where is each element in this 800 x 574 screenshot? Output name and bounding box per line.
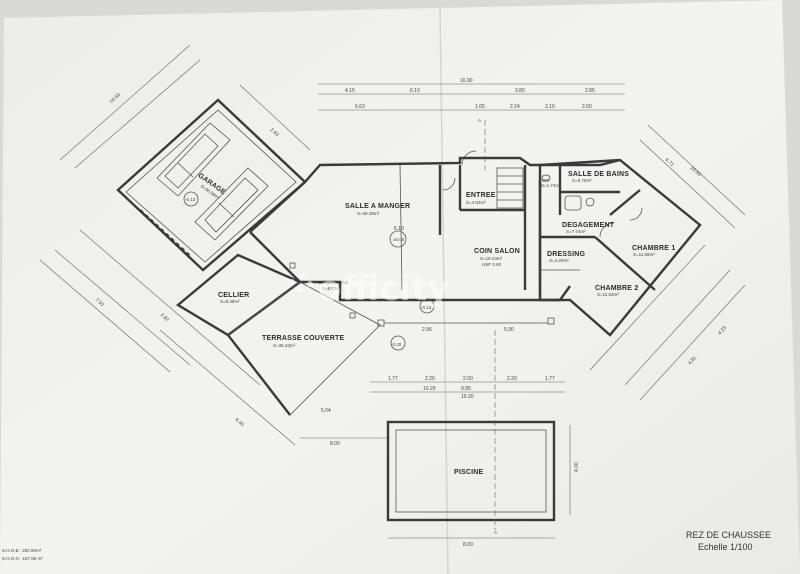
area-entree: S=4.82m² xyxy=(466,200,486,205)
dim-top-total: 16.90 xyxy=(460,78,473,84)
level-main: ±0.00 xyxy=(393,237,405,242)
terrace-block xyxy=(175,253,555,416)
label-cellier: CELLIER xyxy=(218,292,249,299)
area-terrasse: S=36.23m² xyxy=(273,343,296,348)
plan-scale: Echelle 1/100 xyxy=(698,542,753,552)
area-dressing: S=4.20m² xyxy=(549,258,569,263)
watermark-logo: officity xyxy=(289,269,450,309)
area-coin-salon: S=19.23m² xyxy=(480,256,503,261)
label-dressing: DRESSING xyxy=(547,251,586,258)
level-garage: -0.13 xyxy=(185,197,196,202)
dim-top-3: 3.80 xyxy=(515,88,525,94)
sink-icon xyxy=(585,197,595,207)
dim-front-total: 9.95 xyxy=(461,386,471,392)
area-wc: S=1.74m² xyxy=(541,183,561,188)
dim-front-4: 2.20 xyxy=(507,376,517,382)
dim-small-8: 2.63 xyxy=(269,127,280,138)
dim-front-5: 1.77 xyxy=(545,376,555,382)
label-chambre1: CHAMBRE 1 xyxy=(632,245,675,252)
level-terrasse: -0.20 xyxy=(391,342,402,347)
level-coin-cuisine: -0.13 xyxy=(421,305,432,310)
dim-bottom-total: 8.00 xyxy=(463,542,473,548)
shob-note: S.H.O.B : 250.90m² xyxy=(2,548,42,553)
dim-front-3: 2.00 xyxy=(463,376,473,382)
dim-terrace-1: 2.96 xyxy=(422,327,432,333)
label-entree: ENTREE xyxy=(466,192,496,199)
section-marker-top: A xyxy=(478,118,481,123)
area-chambre2: S=11.63m² xyxy=(597,292,619,297)
toilet-icon xyxy=(541,174,551,182)
dim-front-total3: 10.20 xyxy=(461,394,474,400)
dim-top2-2: 1.65 xyxy=(475,104,485,110)
label-piscine: PISCINE xyxy=(454,469,484,476)
car-icon-2 xyxy=(194,167,269,241)
shon-note: S.H.O.N : 157.86 m² xyxy=(2,556,43,561)
label-degagement: DEGAGEMENT xyxy=(562,222,615,229)
car-icon-1 xyxy=(156,122,231,197)
dim-small-5: 4.23 xyxy=(717,325,728,336)
label-coin-cuisine: COIN CUISINE xyxy=(318,280,349,285)
dim-top-4: 2.85 xyxy=(585,88,595,94)
area-salle-a-manger: S=40.39m² xyxy=(357,211,380,216)
dim-pool-height: 4.00 xyxy=(574,462,580,472)
dim-top-2: 6.10 xyxy=(410,88,420,94)
note-coin-salon: HSP 2.60 xyxy=(482,262,502,267)
dim-front-1: 1.77 xyxy=(388,376,398,382)
dim-top2-5: 2.60 xyxy=(582,104,592,110)
area-cellier: S=8.39m² xyxy=(220,299,240,304)
pool xyxy=(386,420,556,522)
label-salle-de-bains: SALLE DE BAINS xyxy=(568,171,629,178)
label-wc: WC xyxy=(542,178,550,183)
label-terrasse: TERRASSE COUVERTE xyxy=(262,335,344,342)
dim-pool-width: 8.00 xyxy=(330,441,340,447)
dim-front-total2: 10.20 xyxy=(423,386,436,392)
dim-small-7: 4.91 xyxy=(687,355,698,366)
plan-title: REZ DE CHAUSSEE xyxy=(686,530,771,540)
section-marker-bottom: A xyxy=(494,530,497,535)
dim-small-2: 3.82 xyxy=(159,312,170,323)
dim-terrace-2: 5.90 xyxy=(504,327,514,333)
dim-top2-3: 2.24 xyxy=(510,104,520,110)
paper-fold xyxy=(439,7,449,574)
dim-small-1: 5.04 xyxy=(321,408,331,414)
dim-salle-height: 6.10 xyxy=(394,226,404,232)
main-block xyxy=(249,150,621,351)
bathtub-icon xyxy=(564,195,582,211)
label-salle-a-manger: SALLE A MANGER xyxy=(345,203,410,210)
area-salle-de-bains: S=8.70m² xyxy=(572,178,592,183)
dimension-lines xyxy=(39,44,746,539)
dim-small-4: 7.50 xyxy=(94,297,105,308)
area-coin-cuisine: S=8.73m² xyxy=(322,286,342,291)
stairs-icon xyxy=(496,167,524,209)
dim-top2-4: 3.10 xyxy=(545,104,555,110)
dim-front-2: 2.20 xyxy=(425,376,435,382)
dim-top2-1: 5.63 xyxy=(355,104,365,110)
area-degagement: S=7.74m² xyxy=(566,229,586,234)
watermark-text: officity xyxy=(318,269,450,309)
dim-top-1: 4.15 xyxy=(345,88,355,94)
area-chambre1: S=11.68m² xyxy=(633,252,655,257)
dim-small-6: 6.71 xyxy=(664,157,675,168)
bedroom-wing xyxy=(538,158,702,337)
label-chambre2: CHAMBRE 2 xyxy=(595,285,638,292)
dim-small-3: 6.40 xyxy=(234,417,245,428)
label-coin-salon: COIN SALON xyxy=(474,248,520,255)
